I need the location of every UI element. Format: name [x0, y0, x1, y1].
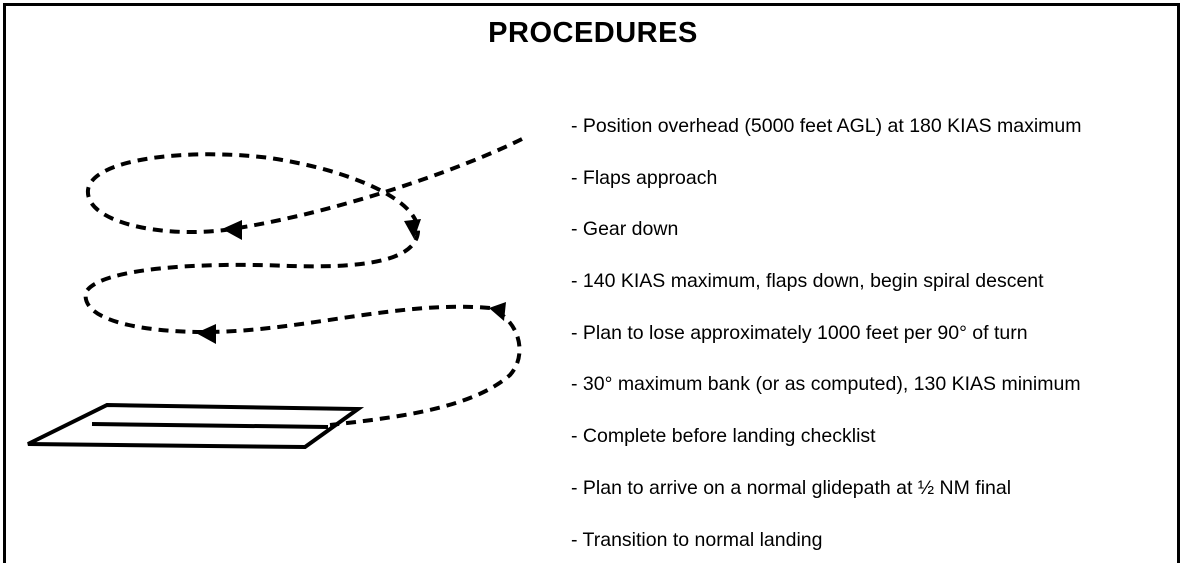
- procedure-step: - Gear down: [571, 217, 1082, 269]
- direction-arrow-icon: [196, 324, 216, 344]
- procedure-step: - 30° maximum bank (or as computed), 130…: [571, 372, 1082, 424]
- direction-arrow-icon: [489, 302, 506, 321]
- procedure-list: - Position overhead (5000 feet AGL) at 1…: [571, 114, 1082, 579]
- direction-arrow-icon: [222, 220, 242, 240]
- procedure-step: - Plan to lose approximately 1000 feet p…: [571, 321, 1082, 373]
- runway-centerline: [92, 424, 328, 427]
- procedure-step: - Transition to normal landing: [571, 528, 1082, 579]
- procedure-step: - Plan to arrive on a normal glidepath a…: [571, 476, 1082, 528]
- procedure-step: - 140 KIAS maximum, flaps down, begin sp…: [571, 269, 1082, 321]
- procedure-step: - Complete before landing checklist: [571, 424, 1082, 476]
- procedure-step: - Position overhead (5000 feet AGL) at 1…: [571, 114, 1082, 166]
- procedure-step: - Flaps approach: [571, 166, 1082, 218]
- spiral-flight-path: [86, 139, 522, 425]
